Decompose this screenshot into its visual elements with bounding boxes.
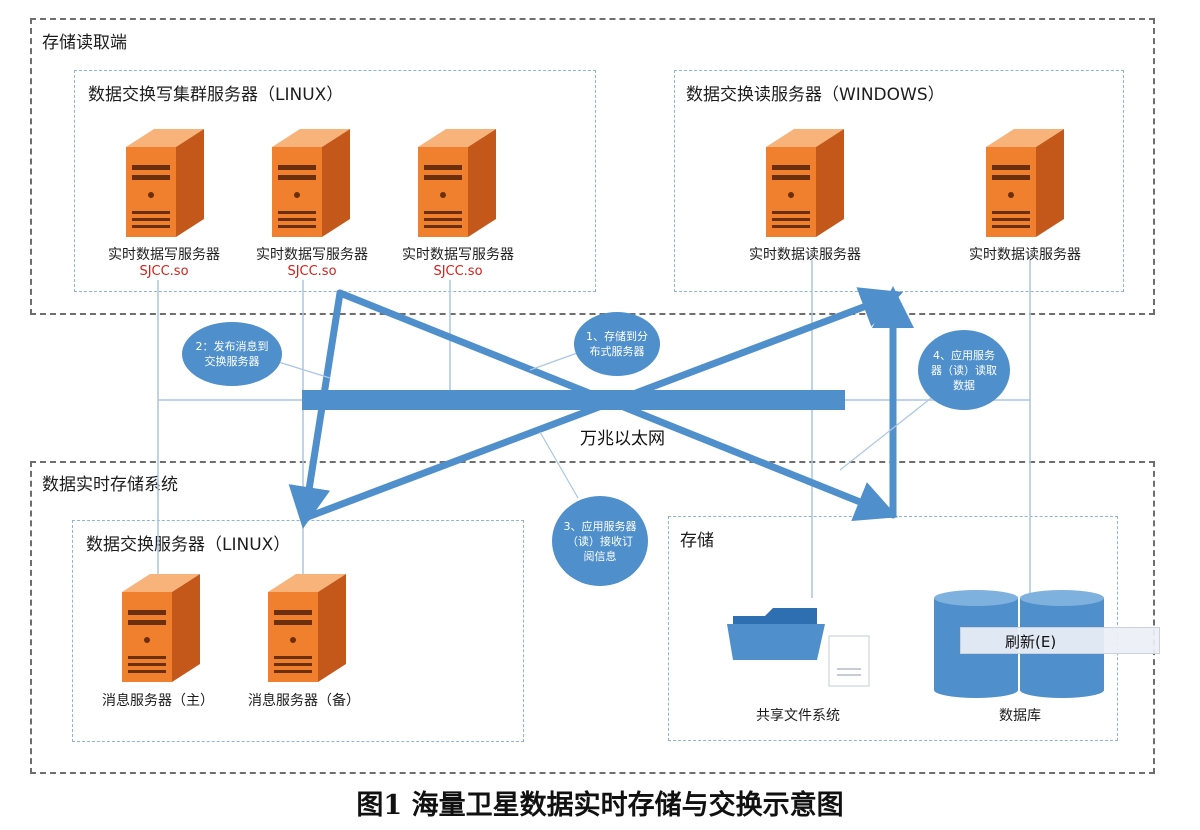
read-side-title: 存储读取端 xyxy=(42,33,127,53)
server-icon xyxy=(272,129,350,237)
server-label: 消息服务器（主） xyxy=(102,693,214,709)
exchange-title: 数据交换服务器（LINUX） xyxy=(86,535,291,555)
flow-arrow xyxy=(288,289,344,529)
server-icon xyxy=(766,129,844,237)
server-label: 消息服务器（备） xyxy=(248,693,360,709)
server-icon xyxy=(418,129,496,237)
storage-system-title: 数据实时存储系统 xyxy=(42,475,178,495)
folder-icon xyxy=(727,608,870,687)
bubble-pointer xyxy=(539,431,579,499)
storage-system-region xyxy=(30,461,1155,774)
step-bubble-4: 4、应用服务器（读）读取数据 xyxy=(918,330,1010,410)
server-icon xyxy=(126,129,204,237)
file-system-label: 共享文件系统 xyxy=(756,708,840,724)
server-so-label: SJCC.so xyxy=(139,264,189,279)
server-icon xyxy=(122,574,200,682)
bubble-pointer xyxy=(529,351,581,371)
read-side-region xyxy=(30,18,1155,315)
server-label: 实时数据写服务器 xyxy=(402,247,514,263)
server-so-label: SJCC.so xyxy=(433,264,483,279)
context-menu-refresh[interactable]: 刷新(E) xyxy=(960,627,1160,654)
server-icon xyxy=(268,574,346,682)
bubble-pointer xyxy=(271,359,331,379)
step-bubble-2: 2：发布消息到交换服务器 xyxy=(182,322,282,386)
flow-arrow xyxy=(301,287,904,522)
step-bubble-3: 3、应用服务器（读）接收订阅信息 xyxy=(552,496,648,586)
server-label: 实时数据读服务器 xyxy=(969,247,1081,263)
write-cluster-title: 数据交换写集群服务器（LINUX） xyxy=(88,85,344,105)
server-label: 实时数据写服务器 xyxy=(256,247,368,263)
storage-title: 存储 xyxy=(680,531,714,551)
server-label: 实时数据写服务器 xyxy=(108,247,220,263)
figure-caption: 图1 海量卫星数据实时存储与交换示意图 xyxy=(356,790,844,821)
step-bubble-1: 1、存储到分布式服务器 xyxy=(574,312,660,376)
read-server-title: 数据交换读服务器（WINDOWS） xyxy=(686,85,945,105)
flow-arrows xyxy=(288,286,914,529)
server-icon xyxy=(986,129,1064,237)
bubble-pointer xyxy=(839,394,936,471)
server-so-label: SJCC.so xyxy=(287,264,337,279)
write-cluster-region xyxy=(74,70,596,292)
ethernet-bus xyxy=(302,390,845,410)
server-label: 实时数据读服务器 xyxy=(749,247,861,263)
network-label: 万兆以太网 xyxy=(580,429,665,449)
database-label: 数据库 xyxy=(999,708,1041,724)
